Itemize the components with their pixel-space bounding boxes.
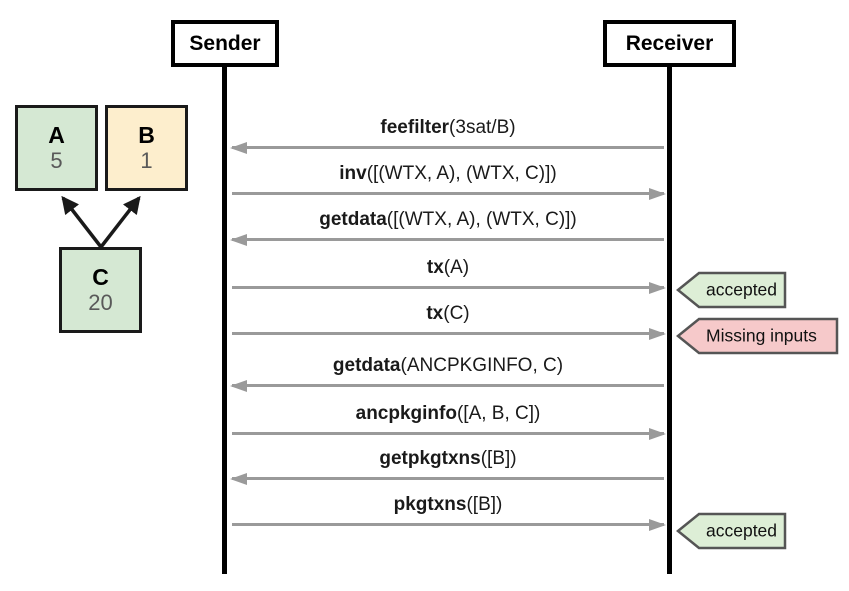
message-label: pkgtxns([B]) — [393, 494, 503, 515]
actor-receiver: Receiver — [603, 20, 736, 67]
message-label: tx(C) — [426, 303, 470, 324]
result-tag-accepted-1: accepted — [676, 271, 788, 309]
result-tag-accepted-2: accepted — [676, 512, 788, 550]
tx-node-c: C 20 — [59, 247, 142, 333]
result-tag-missing-inputs: Missing inputs — [676, 317, 840, 355]
arrowhead-right-icon — [649, 518, 666, 531]
dependency-arrows — [61, 195, 141, 249]
message-label: getpkgtxns([B]) — [379, 448, 517, 469]
message-arrow — [232, 146, 664, 149]
arrowhead-left-icon — [230, 472, 247, 485]
tx-node-c-label: C — [92, 263, 109, 290]
message-label: feefilter(3sat/B) — [380, 117, 516, 138]
message-arrow — [232, 432, 664, 435]
message-label: getdata(ANCPKGINFO, C) — [332, 355, 564, 376]
actor-receiver-label: Receiver — [625, 31, 714, 55]
tag-pointer-icon — [676, 317, 839, 355]
tx-node-a: A 5 — [15, 105, 98, 191]
tx-node-c-fee: 20 — [88, 289, 113, 315]
message-feefilter: feefilter(3sat/B) — [230, 117, 666, 154]
actor-sender: Sender — [171, 20, 279, 67]
tx-node-b-fee: 1 — [140, 147, 153, 173]
result-tag-label: accepted — [706, 520, 778, 541]
arrowhead-left-icon — [230, 233, 247, 246]
result-tag-label: accepted — [706, 279, 778, 300]
message-label: ancpkginfo([A, B, C]) — [355, 403, 541, 424]
lifeline-receiver — [667, 67, 672, 574]
message-inv: inv([(WTX, A), (WTX, C)]) — [230, 163, 666, 200]
message-label: getdata([(WTX, A), (WTX, C)]) — [319, 209, 577, 230]
message-getdata-ancpkginfo: getdata(ANCPKGINFO, C) — [230, 355, 666, 392]
message-label: tx(A) — [426, 257, 470, 278]
message-arrow — [232, 384, 664, 387]
message-getdata-wtx: getdata([(WTX, A), (WTX, C)]) — [230, 209, 666, 246]
arrowhead-right-icon — [649, 327, 666, 340]
message-arrow — [232, 238, 664, 241]
tx-node-b-label: B — [138, 121, 155, 148]
message-label: inv([(WTX, A), (WTX, C)]) — [339, 163, 557, 184]
message-pkgtxns: pkgtxns([B]) — [230, 494, 666, 531]
message-arrow — [232, 477, 664, 480]
message-arrow — [232, 332, 664, 335]
message-arrow — [232, 286, 664, 289]
arrowhead-left-icon — [230, 379, 247, 392]
tag-pointer-icon — [676, 512, 787, 550]
arrowhead-right-icon — [649, 281, 666, 294]
tx-graph: A 5 B 1 C 20 — [0, 90, 210, 350]
message-tx-c: tx(C) — [230, 303, 666, 340]
tx-node-a-fee: 5 — [50, 147, 63, 173]
result-tag-label: Missing inputs — [706, 325, 817, 346]
actor-sender-label: Sender — [189, 31, 261, 55]
tag-pointer-icon — [676, 271, 787, 309]
message-getpkgtxns: getpkgtxns([B]) — [230, 448, 666, 485]
tx-node-b: B 1 — [105, 105, 188, 191]
edge-c-to-b — [99, 195, 141, 249]
arrowhead-left-icon — [230, 141, 247, 154]
edge-c-to-a — [61, 195, 103, 249]
arrowhead-right-icon — [649, 427, 666, 440]
message-ancpkginfo: ancpkginfo([A, B, C]) — [230, 403, 666, 440]
arrowhead-right-icon — [649, 187, 666, 200]
tx-node-a-label: A — [48, 121, 65, 148]
message-tx-a: tx(A) — [230, 257, 666, 294]
lifeline-sender — [222, 67, 227, 574]
message-arrow — [232, 523, 664, 526]
message-arrow — [232, 192, 664, 195]
